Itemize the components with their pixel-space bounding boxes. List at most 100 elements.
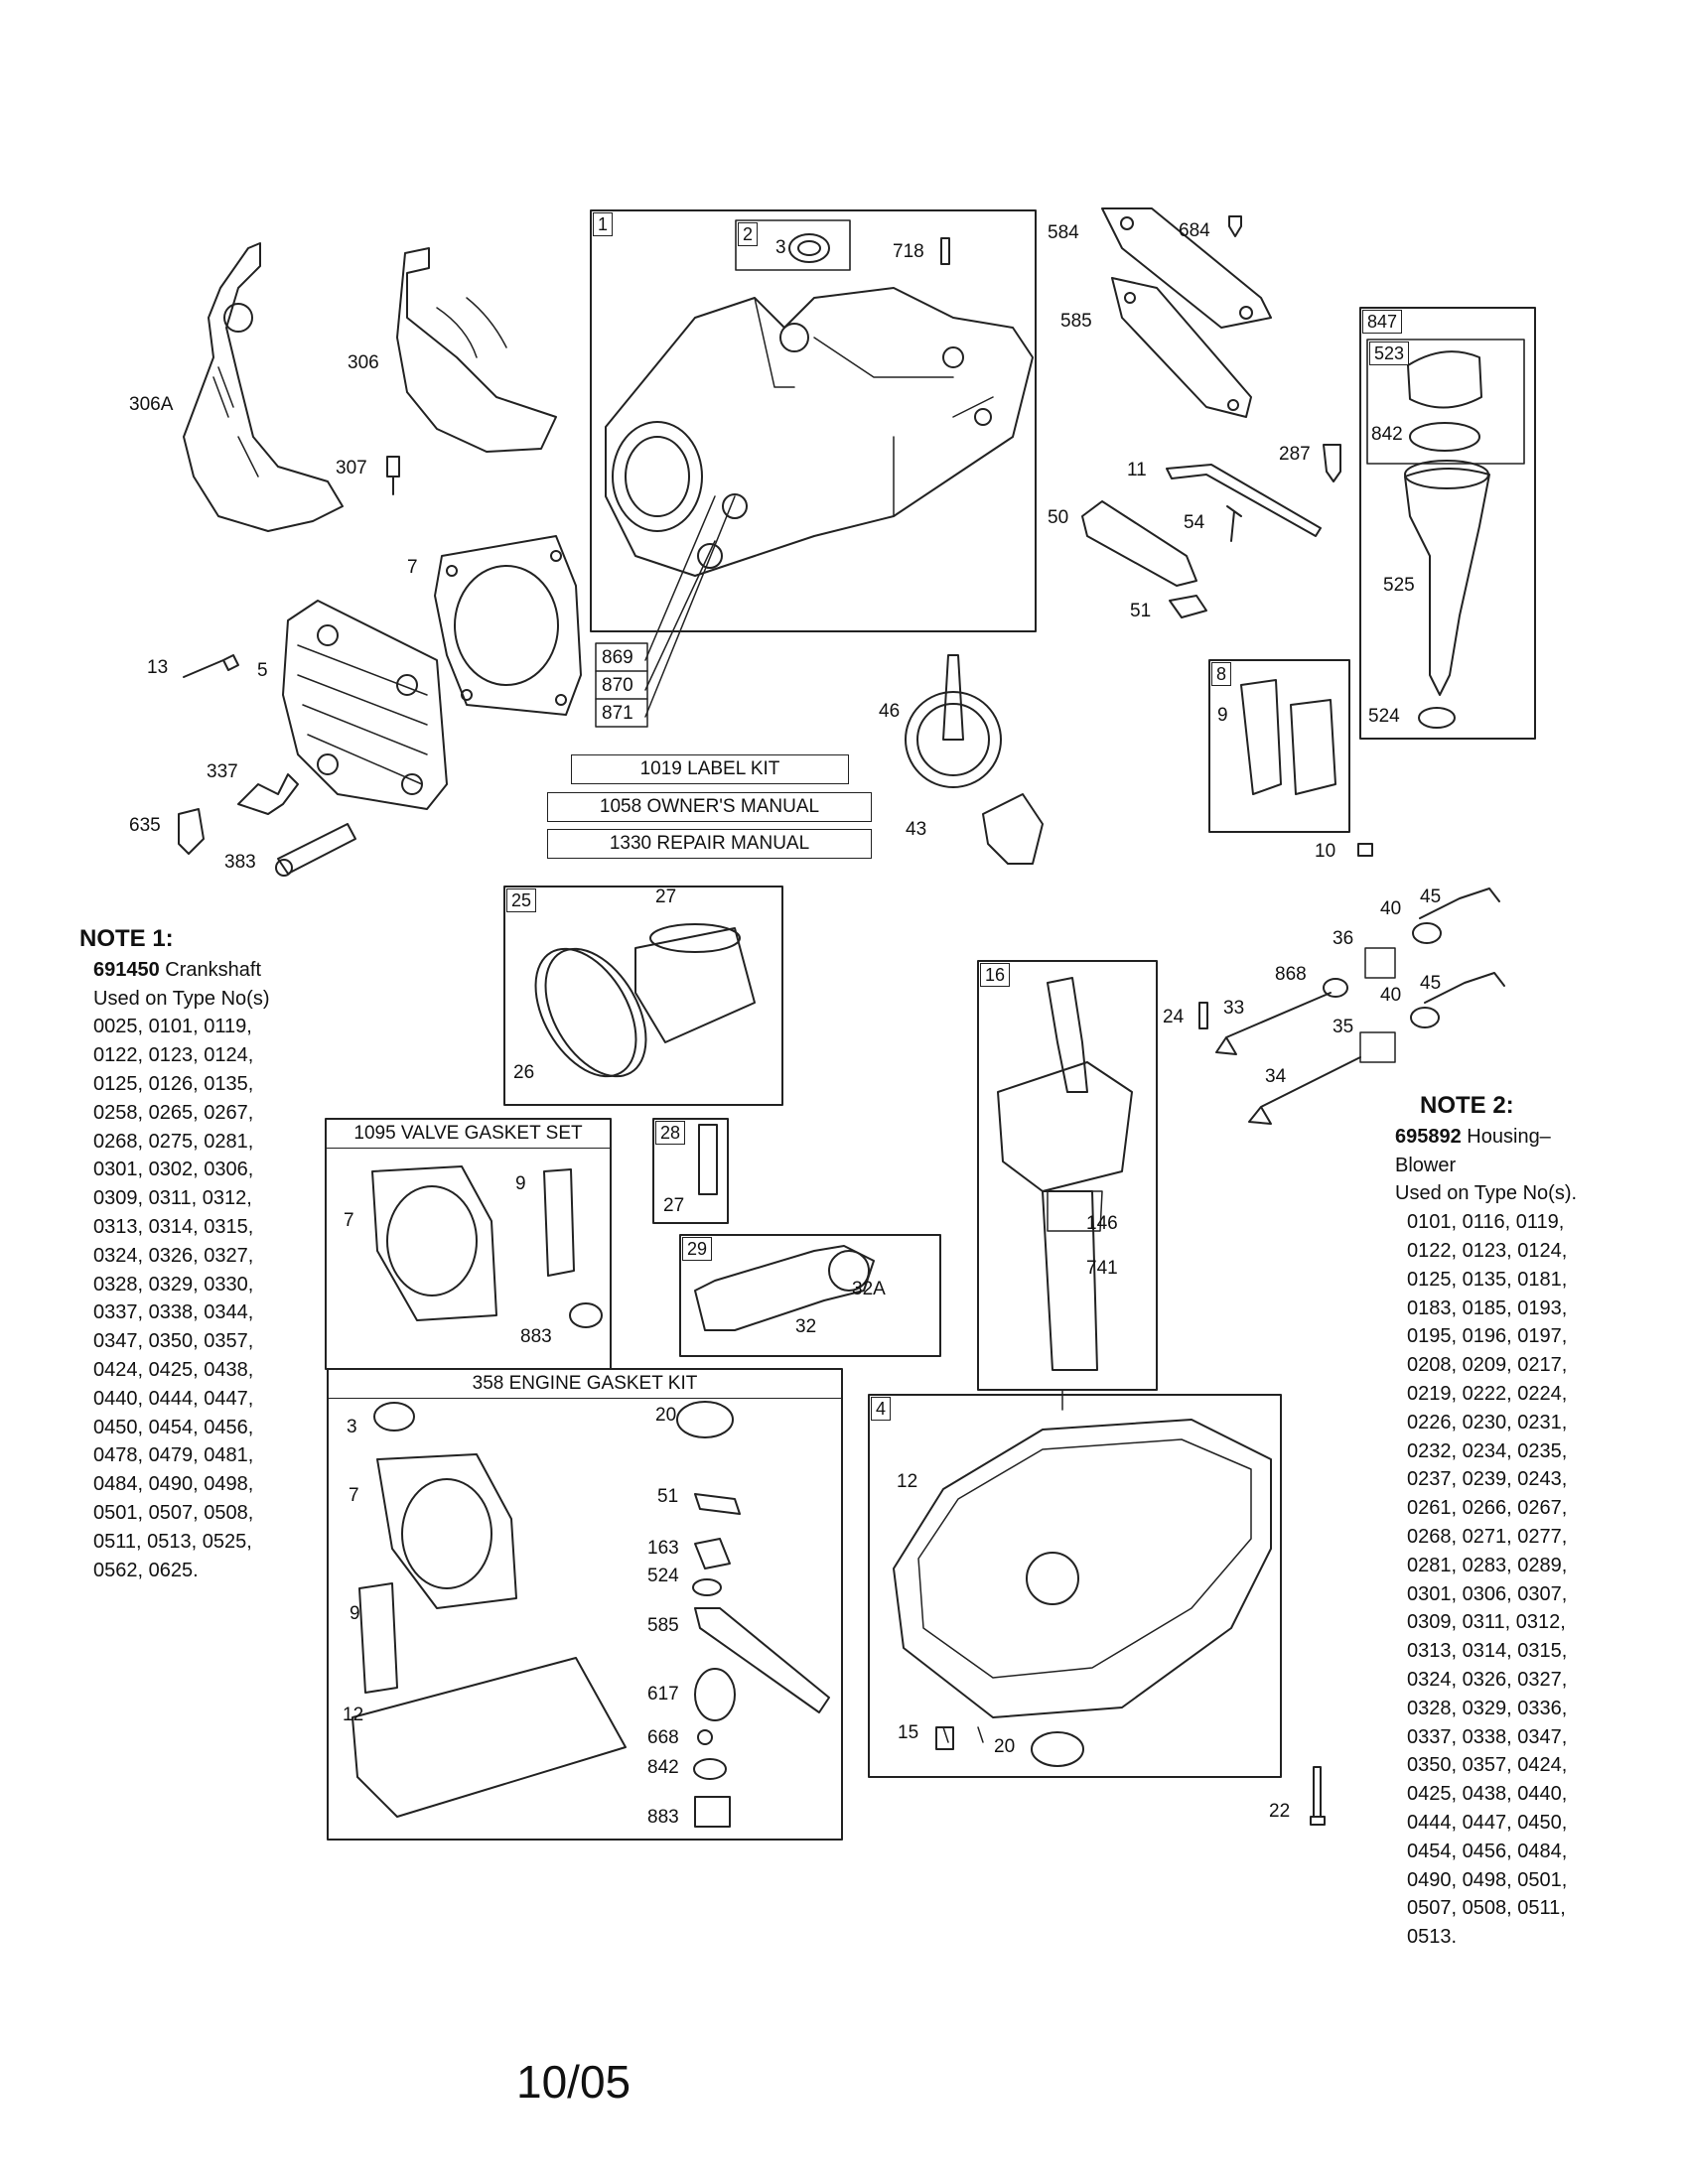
callout-718: 718	[893, 241, 924, 262]
note2-type-line: 0101, 0116, 0119,	[1407, 1211, 1565, 1234]
note2-type-line: 0195, 0196, 0197,	[1407, 1325, 1568, 1348]
callout-870: 870	[602, 675, 633, 696]
callout-5: 5	[257, 660, 268, 681]
callout-871: 871	[602, 703, 633, 724]
callout-46: 46	[879, 701, 901, 722]
callout-3-seal: 3	[775, 237, 786, 258]
note1-type-line: 0309, 0311, 0312,	[93, 1187, 252, 1210]
note2-type-line: 0454, 0456, 0484,	[1407, 1840, 1568, 1862]
note1-type-line: 0337, 0338, 0344,	[93, 1301, 254, 1324]
note2-type-line: 0183, 0185, 0193,	[1407, 1297, 1568, 1319]
camshaft-gear-part-46	[905, 654, 1002, 788]
callout-50: 50	[1048, 507, 1069, 528]
spark-plug-part-337	[237, 773, 299, 815]
callout-585-top: 585	[1060, 311, 1092, 332]
note1-type-line: 0424, 0425, 0438,	[93, 1358, 254, 1381]
callout-51-top: 51	[1130, 601, 1152, 621]
box-number-847: 847	[1362, 310, 1403, 334]
dipstick-cap-part-842	[1407, 350, 1482, 452]
callout-45-upper: 45	[1420, 887, 1442, 907]
note2-type-line: 0350, 0357, 0424,	[1407, 1754, 1568, 1777]
callout-842-kit: 842	[647, 1757, 679, 1778]
callout-26: 26	[513, 1062, 535, 1083]
box-number-28: 28	[655, 1121, 686, 1145]
note1-type-line: 0258, 0265, 0267,	[93, 1101, 254, 1124]
box-number-29: 29	[682, 1237, 713, 1261]
note1-type-line: 0511, 0513, 0525,	[93, 1530, 252, 1553]
box-number-1: 1	[593, 212, 614, 236]
note-1-part-desc: Crankshaft	[159, 958, 262, 981]
note1-type-line: 0450, 0454, 0456,	[93, 1416, 254, 1438]
note2-type-line: 0125, 0135, 0181,	[1407, 1268, 1568, 1291]
cylinder-block-part-1	[605, 287, 1034, 577]
connecting-rod-part-29	[694, 1245, 875, 1331]
callout-9-valve-set: 9	[515, 1173, 526, 1194]
repair-manual-title: 1330 REPAIR MANUAL	[547, 829, 872, 859]
bolt-part-22	[1310, 1766, 1326, 1826]
callout-306A: 306A	[129, 394, 174, 415]
callout-27-ring: 27	[655, 887, 677, 907]
note-1: NOTE 1: 691450 Crankshaft Used on Type N…	[79, 925, 270, 1584]
note1-type-line: 0562, 0625.	[93, 1559, 199, 1581]
note1-type-line: 0301, 0302, 0306,	[93, 1159, 254, 1181]
note2-type-line: 0507, 0508, 0511,	[1407, 1897, 1566, 1920]
callout-32A: 32A	[852, 1279, 886, 1299]
note1-type-line: 0268, 0275, 0281,	[93, 1130, 254, 1153]
callout-668: 668	[647, 1727, 679, 1748]
note2-type-line: 0328, 0329, 0336,	[1407, 1697, 1568, 1719]
breather-cover-part-584	[1101, 207, 1272, 329]
note2-type-line: 0301, 0306, 0307,	[1407, 1582, 1568, 1605]
note2-type-line: 0281, 0283, 0289,	[1407, 1554, 1568, 1576]
callout-7-kit: 7	[349, 1485, 359, 1506]
screw-part-307	[386, 456, 400, 495]
note-2-part-desc-2: Blower	[1395, 1154, 1457, 1176]
callout-524-top: 524	[1368, 706, 1400, 727]
callout-54: 54	[1184, 512, 1205, 533]
callout-43: 43	[906, 819, 927, 840]
label-kit-title: 1019 LABEL KIT	[571, 754, 849, 784]
box-number-2: 2	[738, 222, 759, 246]
note1-type-line: 0328, 0329, 0330,	[93, 1273, 254, 1296]
callout-337: 337	[207, 761, 238, 782]
callout-163: 163	[647, 1538, 679, 1559]
note2-type-line: 0490, 0498, 0501,	[1407, 1868, 1568, 1891]
valve-train-parts	[1198, 887, 1505, 1125]
breather-tube-part-287	[1323, 444, 1341, 482]
box-number-25: 25	[506, 888, 537, 912]
note-2-part-desc: Housing–	[1461, 1125, 1551, 1148]
box-number-523: 523	[1369, 341, 1410, 365]
callout-27-pin: 27	[663, 1195, 685, 1216]
muffler-part-383	[275, 823, 356, 877]
note1-type-line: 0347, 0350, 0357,	[93, 1330, 254, 1353]
note2-type-line: 0268, 0271, 0277,	[1407, 1525, 1568, 1548]
engine-gasket-kit-parts	[351, 1401, 830, 1828]
note1-type-line: 0025, 0101, 0119,	[93, 1016, 252, 1038]
callout-9-kit: 9	[350, 1603, 360, 1624]
callout-20-kit: 20	[655, 1405, 677, 1426]
callout-13: 13	[147, 657, 169, 678]
breather-assembly-part-8	[1240, 679, 1336, 795]
callout-11: 11	[1127, 460, 1147, 480]
callout-307: 307	[336, 458, 367, 478]
note-1-heading: NOTE 1:	[79, 925, 174, 952]
note-2-type-list: 0101, 0116, 0119,0122, 0123, 0124,0125, …	[1395, 1208, 1577, 1952]
wrist-pin-part-28	[698, 1124, 718, 1195]
callout-146: 146	[1086, 1213, 1118, 1234]
callout-15: 15	[898, 1722, 919, 1743]
note-1-part-number: 691450	[93, 958, 160, 981]
callout-7-valve-set: 7	[344, 1210, 354, 1231]
dipstick-part-11	[1166, 464, 1322, 537]
box-number-16: 16	[980, 963, 1011, 987]
callout-10: 10	[1315, 841, 1336, 862]
callout-20-sump: 20	[994, 1736, 1016, 1757]
callout-585-kit: 585	[647, 1615, 679, 1636]
dowel-pin-part-718	[940, 237, 950, 265]
callout-842-cap: 842	[1371, 424, 1403, 445]
callout-7-head: 7	[407, 557, 418, 578]
callout-24: 24	[1163, 1007, 1185, 1027]
head-bolt-part-13	[183, 654, 239, 678]
callout-287: 287	[1279, 444, 1311, 465]
note1-type-line: 0484, 0490, 0498,	[93, 1473, 254, 1496]
note-2-heading: NOTE 2:	[1420, 1092, 1514, 1119]
